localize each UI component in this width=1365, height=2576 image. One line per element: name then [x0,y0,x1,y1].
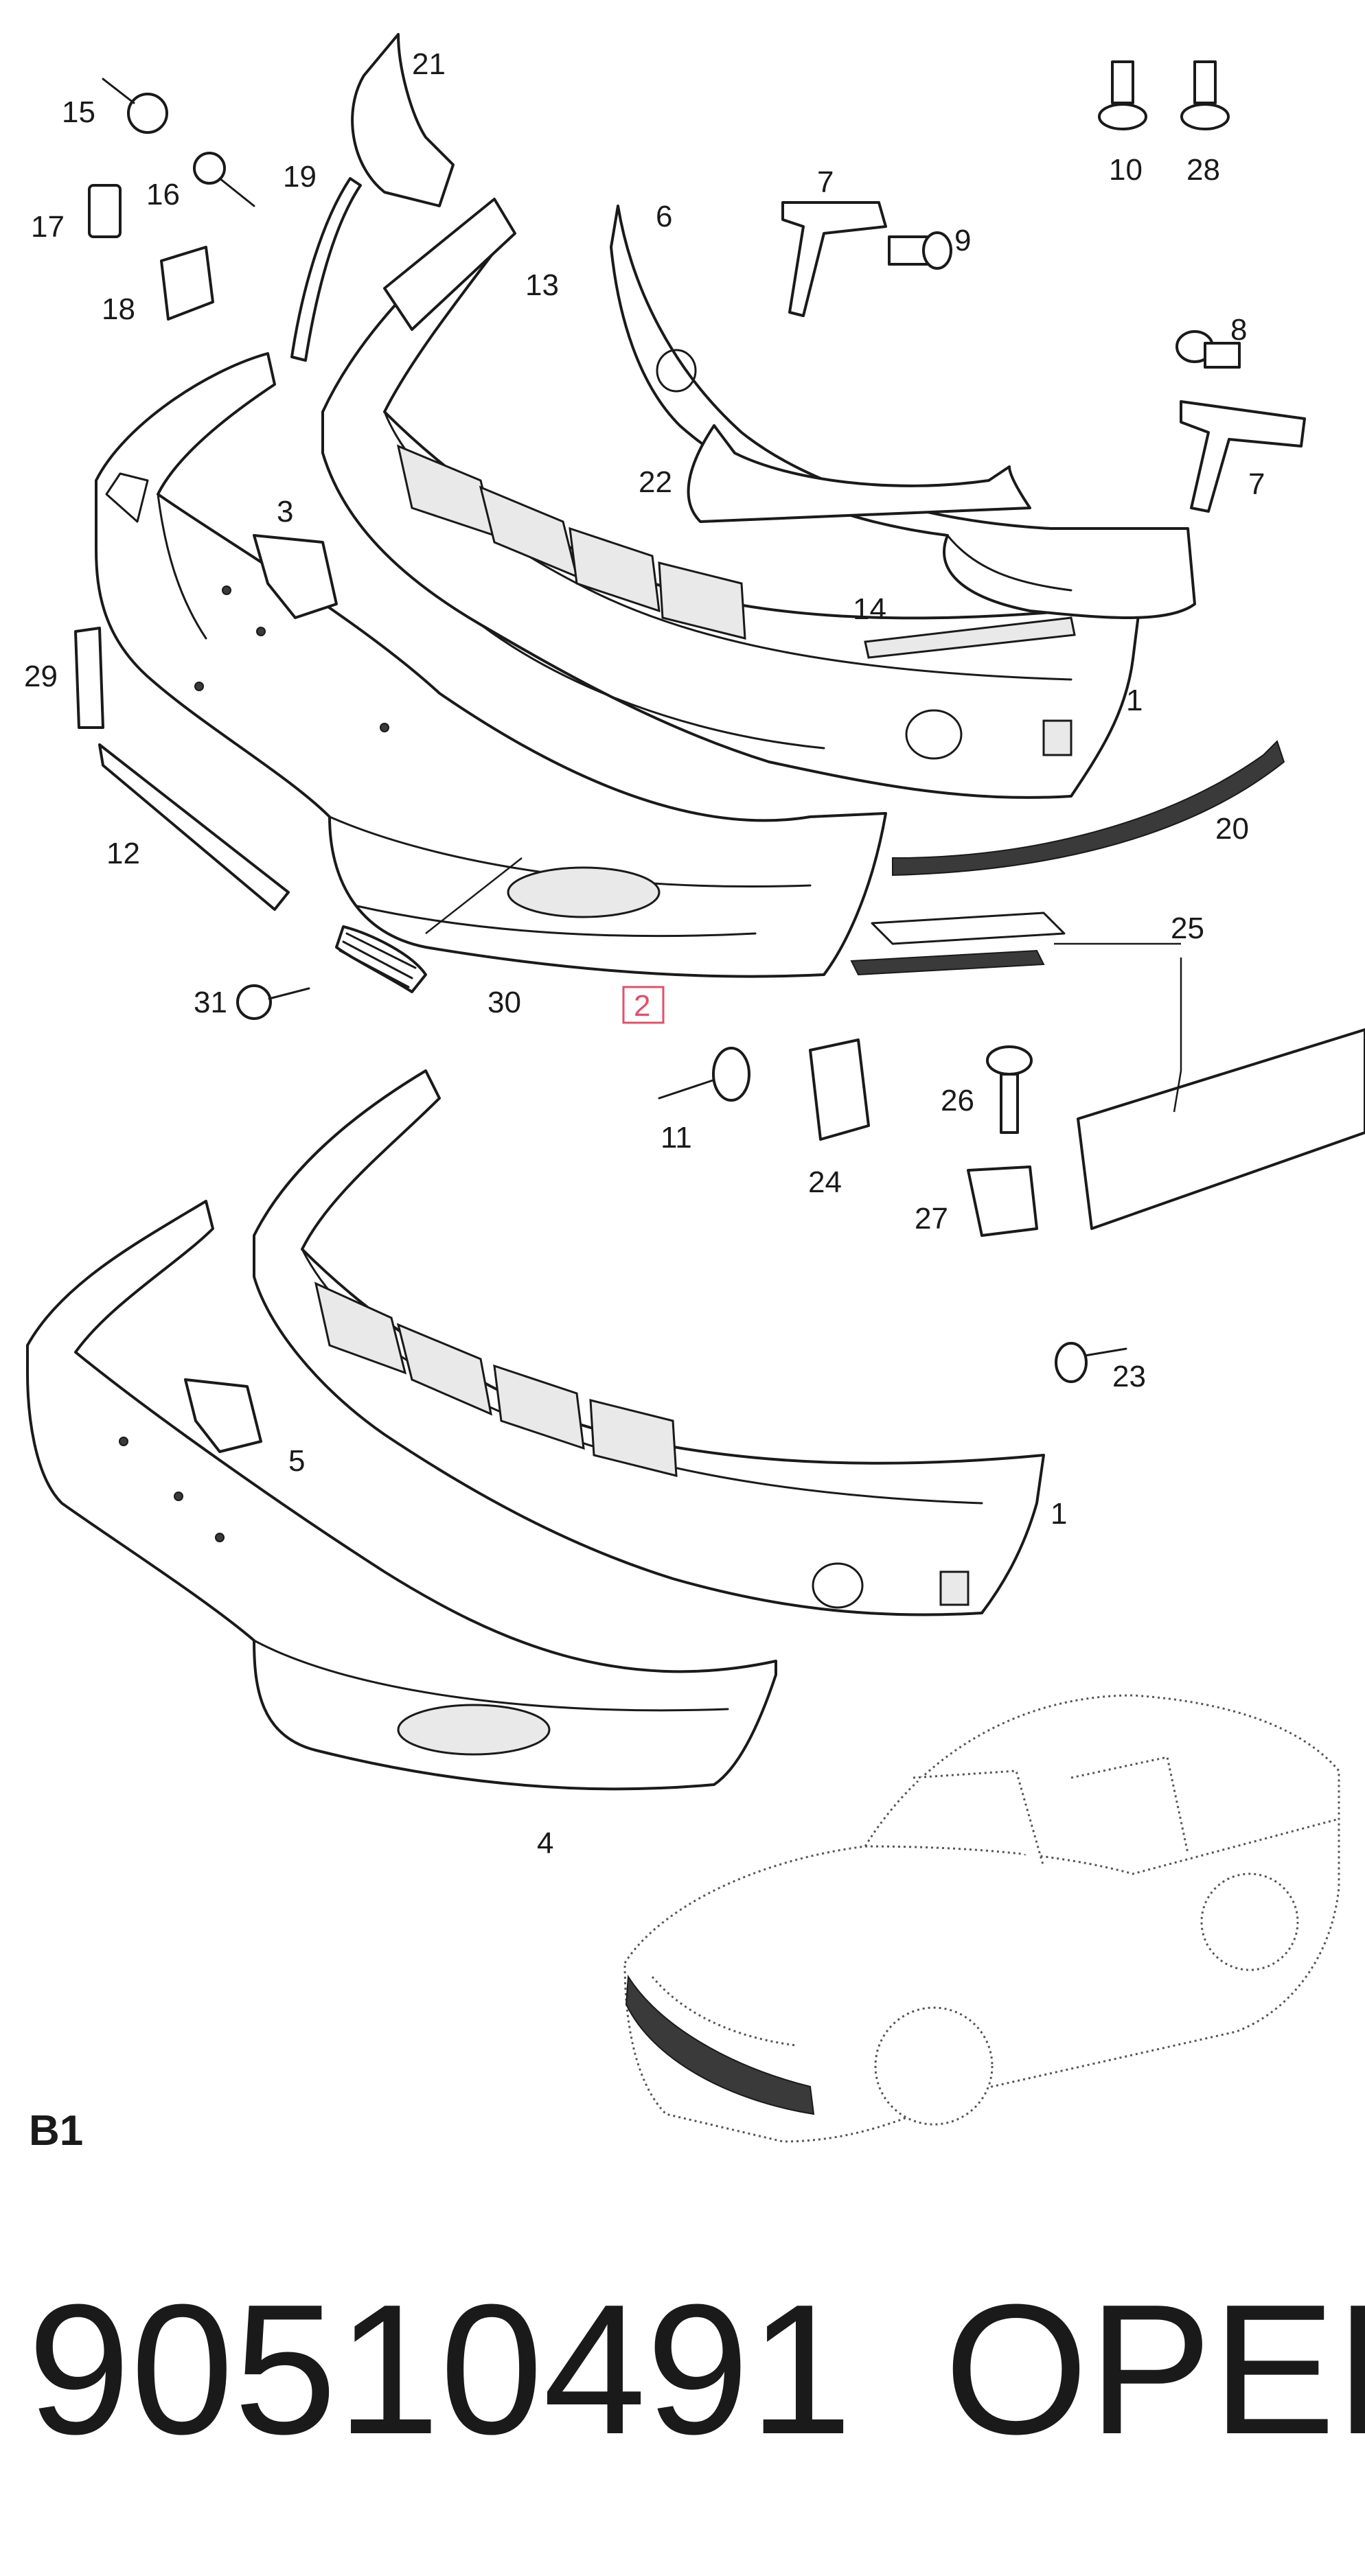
callout-19: 19 [283,160,317,194]
lower-molding [850,949,1045,976]
lower-bumper-assembly [26,1069,1045,1791]
callout-31: 31 [194,986,227,1019]
callout-labels: 21 15 10 28 16 19 7 17 6 9 13 18 8 22 7 … [24,47,1265,1860]
callout-17: 17 [31,210,65,244]
section-label: B1 [29,2107,83,2155]
callout-6: 6 [656,200,672,233]
brand-name: OPEL [944,2266,1365,2473]
callout-24: 24 [808,1165,842,1199]
callout-28: 28 [1186,153,1220,187]
callout-26: 26 [941,1084,974,1117]
callout-12: 12 [106,837,140,870]
fasteners [88,60,1365,1383]
callout-7a: 7 [817,165,834,199]
clip-27-icon [967,1165,1038,1237]
retainer-icon [1055,1342,1127,1383]
callout-22: 22 [639,465,672,499]
part-number: 90510491 [27,2266,852,2473]
callout-25: 25 [1171,912,1204,945]
callout-11: 11 [661,1121,692,1154]
callout-4: 4 [537,1826,553,1860]
bracket-7-top [781,201,887,317]
side-bracket-29 [74,627,104,729]
bracket-7-right [1180,400,1306,513]
callout-21: 21 [412,47,446,81]
callout-23: 23 [1112,1360,1146,1393]
arch-bracket-22 [687,424,1031,523]
seal-strip-19 [290,177,362,362]
bumper-reinforcement-lower [253,1069,1045,1616]
callout-20: 20 [1215,812,1249,846]
bracket-3 [253,534,338,619]
rivet-icon [658,1047,750,1102]
highlight-box [622,986,665,1024]
trim-rail-25 [1077,1028,1365,1230]
upper-bumper-assembly [74,33,1285,993]
callout-9: 9 [954,224,971,257]
bolt-icon [888,231,952,270]
grille-strip [864,616,1076,659]
screw-icon [236,984,310,1020]
callout-15: 15 [62,95,95,129]
callout-7b: 7 [1248,467,1265,501]
callout-18: 18 [102,292,135,326]
car-front-bumper-highlight [625,1974,815,2115]
callout-16: 16 [146,178,180,211]
bracket-5 [184,1378,262,1453]
license-plate-bracket [98,743,290,911]
bolt-icon [1175,330,1241,369]
bolt-icon [986,1045,1033,1134]
callout-29: 29 [24,660,58,693]
clip-icon [88,184,122,238]
nut-plate-icon [160,246,214,321]
leader-lines [425,857,1182,1113]
callout-3: 3 [277,495,293,529]
side-trim-strip [892,740,1285,877]
lower-grille-insert [335,925,427,993]
bolt-icon [1098,60,1147,130]
callout-8: 8 [1230,313,1247,347]
car-silhouette [623,1694,1340,2143]
callout-14: 14 [853,592,886,626]
callout-10: 10 [1109,153,1143,187]
clip-24-icon [809,1038,870,1141]
headlamp-bracket-13 [383,198,516,331]
callout-5: 5 [288,1444,305,1478]
callout-1a: 1 [1126,684,1143,717]
screw-icon [193,152,255,207]
callout-1b: 1 [1051,1497,1067,1531]
callout-30: 30 [488,986,521,1019]
bolt-icon [1180,60,1230,130]
arch-liner-21 [351,33,455,207]
screw-icon [102,78,168,134]
callout-13: 13 [525,268,559,302]
callout-2: 2 [634,989,650,1023]
bumper-cover-upper [95,352,887,978]
energy-absorber [610,205,1196,619]
callout-27: 27 [915,1202,948,1235]
